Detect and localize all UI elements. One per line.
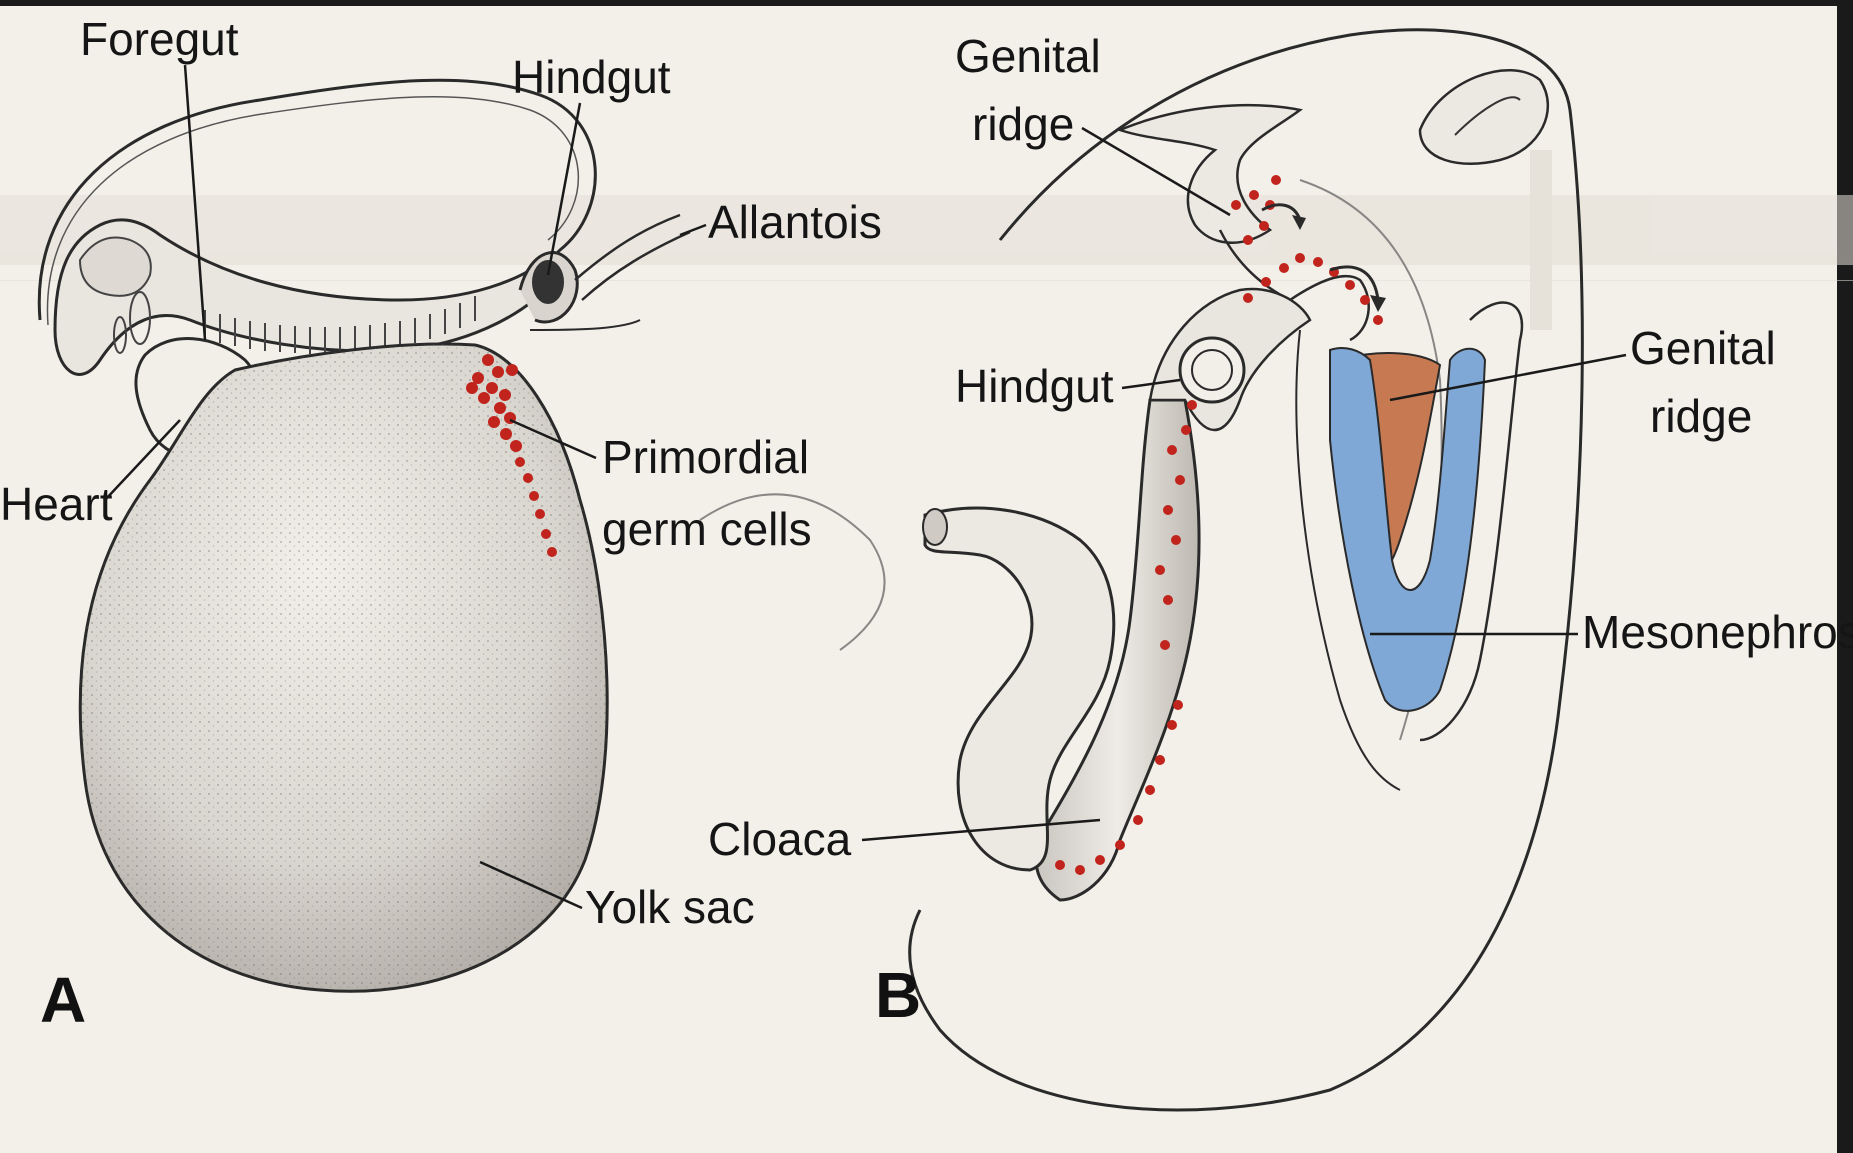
label-foregut: Foregut (80, 13, 239, 65)
label-cloaca: Cloaca (708, 813, 852, 865)
label-mesonephros: Mesonephros (1582, 606, 1853, 658)
label-hindgut-b: Hindgut (955, 360, 1114, 412)
label-heart: Heart (0, 478, 113, 530)
hindgut-cross-section (1180, 338, 1244, 402)
panel-letter-b: B (875, 959, 921, 1031)
label-genital-ridge-top-line2: ridge (972, 98, 1074, 150)
label-genital-ridge-top-line1: Genital (955, 30, 1101, 82)
label-allantois: Allantois (708, 196, 882, 248)
label-primordial-line1: Primordial (602, 431, 809, 483)
panel-letter-a: A (40, 964, 86, 1036)
top-border (0, 0, 1853, 6)
label-primordial-line2: germ cells (602, 503, 812, 555)
label-yolk-sac: Yolk sac (585, 881, 755, 933)
label-genital-ridge-right-line1: Genital (1630, 322, 1776, 374)
label-genital-ridge-right-line2: ridge (1650, 390, 1752, 442)
right-border (1837, 0, 1853, 1153)
label-hindgut-a: Hindgut (512, 51, 671, 103)
